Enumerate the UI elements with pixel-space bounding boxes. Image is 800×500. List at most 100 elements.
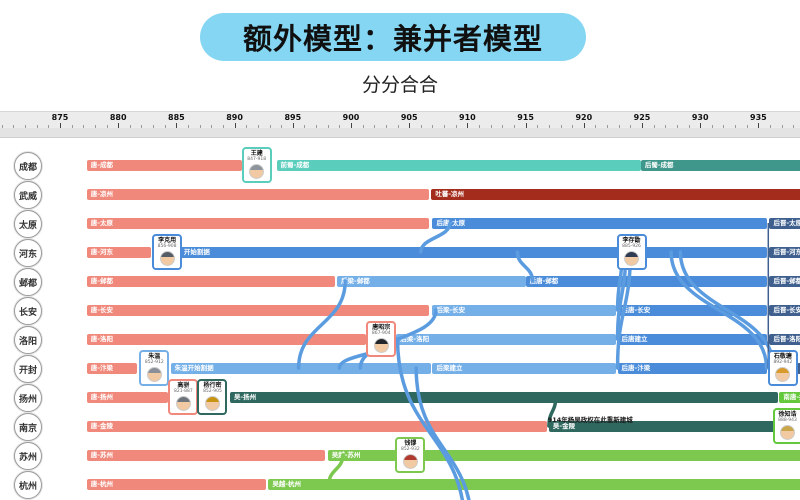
person-dates: 856-908 [157, 244, 177, 249]
timeline-segment[interactable]: 后梁-洛阳 [396, 333, 617, 345]
axis-tick [246, 125, 248, 128]
axis-tick [1, 125, 3, 128]
axis-tick [374, 125, 376, 128]
segment-label: 唐-邺都 [90, 276, 113, 285]
axis-tick [60, 123, 61, 128]
axis-tick [164, 125, 166, 128]
axis-tick [723, 125, 725, 128]
timeline-segment[interactable]: 唐-汴梁 [86, 362, 137, 374]
axis-tick [548, 125, 550, 128]
timeline-segment[interactable]: 吴-扬州 [229, 391, 779, 403]
axis-tick [735, 125, 737, 128]
city-label: 杭州 [14, 471, 42, 499]
timeline-segment[interactable]: 后唐-太原 [432, 217, 767, 229]
axis-tick [595, 125, 597, 128]
axis-tick-label: 920 [575, 113, 593, 122]
timeline-segment[interactable]: 后唐-汴梁 [617, 362, 767, 374]
segment-label: 吴-扬州 [233, 392, 257, 401]
timeline-segment[interactable]: 开始割据 [179, 246, 767, 258]
timeline-segment[interactable]: 后梁-长安 [432, 304, 617, 316]
timeline-segment[interactable]: 唐-苏州 [86, 449, 326, 461]
timeline-segment[interactable]: 后唐-长安 [617, 304, 767, 316]
axis-tick [700, 123, 702, 128]
city-label: 南京 [14, 413, 42, 441]
segment-label: 开始割据 [183, 247, 210, 256]
segment-label: 唐-杭州 [90, 479, 113, 488]
timeline-segment[interactable]: 后蜀-成都 [640, 159, 800, 171]
axis-tick [257, 125, 259, 128]
axis-tick-label: 875 [51, 113, 69, 122]
segment-label: 唐-扬州 [90, 392, 113, 401]
segment-label: 后唐-汴梁 [621, 363, 651, 372]
timeline-segment[interactable]: 唐-长安 [86, 304, 429, 316]
axis-tick [351, 123, 352, 128]
segment-label: 后晋-太原 [773, 218, 800, 227]
timeline-segment[interactable]: 后晋-邺都 [769, 275, 800, 287]
timeline-segment[interactable]: 后晋-河东 [769, 246, 800, 258]
timeline-segment[interactable]: 吴越-苏州 [327, 449, 800, 461]
timeline-segment[interactable] [796, 362, 800, 374]
person-avatar-icon [249, 164, 265, 179]
timeline-segment[interactable]: 南唐-扬州 [779, 391, 800, 403]
segment-label: 唐-河东 [90, 247, 113, 256]
axis-tick [770, 125, 772, 128]
timeline-segment[interactable]: 唐-凉州 [86, 188, 429, 200]
person-dates: 847-918 [247, 157, 267, 162]
timeline-segment[interactable]: 后唐-邺都 [525, 275, 767, 287]
timeline-segment[interactable]: 后晋-洛阳 [769, 333, 800, 345]
city-label: 成都 [14, 152, 42, 180]
axis-tick [653, 125, 655, 128]
segment-label: 朱温开始割据 [174, 363, 214, 372]
timeline-segment[interactable]: 吴越-杭州 [268, 478, 800, 490]
axis-tick [129, 125, 131, 128]
axis-tick [502, 125, 504, 128]
timeline-segment[interactable]: 唐-邺都 [86, 275, 335, 287]
timeline-segment[interactable]: 唐-河东 [86, 246, 151, 258]
timeline-segment[interactable]: 后晋-长安 [769, 304, 800, 316]
axis-tick [281, 125, 283, 128]
year-axis-strip [0, 128, 800, 138]
person-avatar-icon [146, 367, 162, 382]
segment-label: 后梁-邺都 [341, 276, 370, 285]
timeline-segment[interactable]: 唐-金陵 [86, 420, 547, 432]
timeline-segment[interactable]: 前蜀-成都 [276, 159, 641, 171]
segment-label: 后唐-长安 [621, 305, 651, 314]
axis-tick [409, 123, 411, 128]
axis-tick [758, 123, 760, 128]
timeline-segment[interactable]: 唐-杭州 [86, 478, 267, 490]
timeline-segment[interactable]: 后梁建立 [432, 362, 617, 374]
person-dates: 867-904 [371, 331, 391, 336]
timeline-segment[interactable]: 吐蕃-凉州 [431, 188, 800, 200]
axis-tick [292, 123, 294, 128]
timeline-segment[interactable]: 后梁-邺都 [337, 275, 526, 287]
person-name: 王建 [250, 150, 263, 157]
axis-tick [48, 125, 50, 128]
timeline-segment[interactable]: 朱温开始割据 [170, 362, 432, 374]
segment-label: 唐-苏州 [90, 450, 113, 459]
timeline-segment[interactable]: 吴-金陵 [548, 420, 778, 432]
axis-tick [676, 125, 678, 128]
timeline-segment[interactable]: 唐-成都 [86, 159, 242, 171]
timeline-segment[interactable]: 后唐建立 [617, 333, 767, 345]
timeline-segment[interactable]: 唐-洛阳 [86, 333, 367, 345]
person-avatar-icon [159, 251, 175, 266]
axis-tick [560, 125, 562, 128]
segment-label: 唐-长安 [90, 305, 113, 314]
axis-tick [781, 125, 783, 128]
axis-tick [490, 125, 492, 128]
timeline-segment[interactable]: 唐-扬州 [86, 391, 169, 403]
timeline-segment[interactable]: 后晋-太原 [769, 217, 800, 229]
axis-tick [607, 125, 609, 128]
timeline-segment[interactable]: 唐-太原 [86, 217, 429, 229]
person-dates: 852-932 [400, 447, 420, 452]
